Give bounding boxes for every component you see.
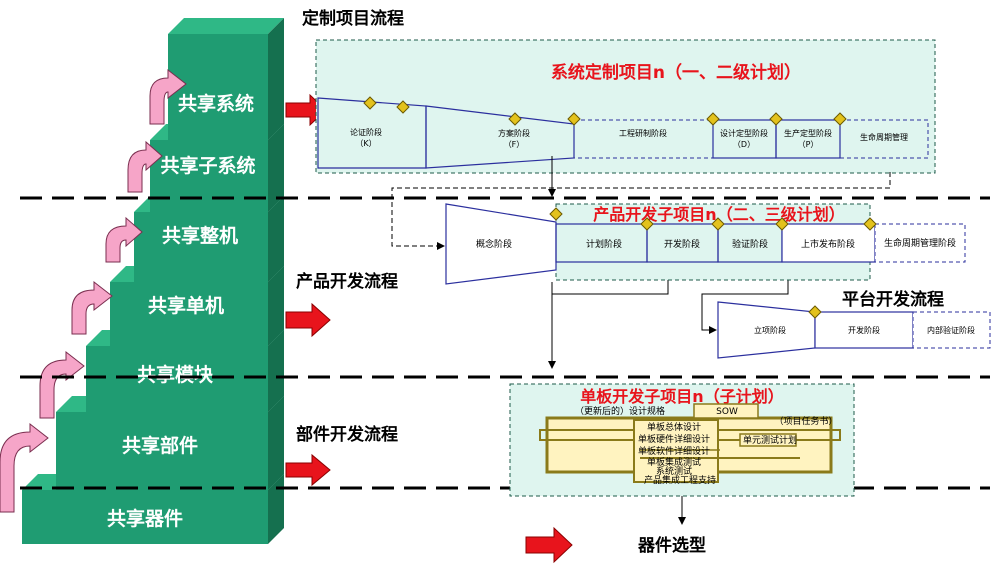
stage-label: 设计定型阶段	[720, 128, 768, 138]
product-project-panel: 产品开发子项目n（二、三级计划） 概念阶段 计划阶段 开发阶段 验证阶段 上市发…	[445, 203, 966, 285]
curved-arrow-icon	[71, 280, 113, 335]
step-label: 共享器件	[107, 507, 183, 530]
product-flow-title: 产品开发流程	[296, 271, 398, 292]
board-project-panel: 单板开发子项目n（子计划） （更新后的）设计规格 SOW （项目任务书） 单板总…	[509, 383, 855, 497]
stage-label: 生命周期管理	[860, 132, 908, 142]
stage-label: 生产定型阶段	[784, 128, 832, 138]
milestone-diamond	[808, 305, 822, 319]
task-book-label: （项目任务书）	[774, 415, 837, 427]
stage-label: 立项阶段	[754, 325, 786, 335]
stage-label: 生命周期管理阶段	[884, 237, 956, 249]
board-step-label: 产品集成工程支持	[644, 474, 716, 486]
step-label: 共享子系统	[160, 154, 255, 177]
board-project-title: 单板开发子项目n（子计划）	[580, 387, 783, 406]
board-step-label: 单板硬件详细设计	[638, 433, 710, 445]
board-step-label: 单板软件详细设计	[638, 445, 710, 457]
curved-arrow-icon	[105, 216, 143, 263]
red-arrow-icon	[285, 453, 331, 487]
stage-label: 论证阶段	[350, 127, 382, 137]
stage-code: （K）	[355, 139, 376, 148]
board-step-label: 系统测试	[656, 465, 692, 477]
design-spec-label: （更新后的）设计规格	[575, 405, 665, 417]
step-shared-system: 共享系统	[168, 18, 284, 140]
custom-flow-title: 定制项目流程	[302, 8, 404, 29]
red-arrow-icon	[525, 526, 573, 564]
component-flow-title: 部件开发流程	[296, 424, 398, 445]
curved-arrow-icon	[39, 350, 85, 419]
curved-arrow-icon	[149, 68, 187, 125]
stage-label: 计划阶段	[586, 238, 622, 250]
board-step-label: 单元测试计划	[743, 434, 797, 446]
board-step-label: 单板集成测试	[647, 456, 701, 468]
stage-label: 上市发布阶段	[801, 238, 855, 250]
board-step-label: 单板总体设计	[647, 421, 701, 433]
step-shared-parts: 共享部件	[56, 396, 284, 490]
sow-label: SOW	[716, 407, 738, 417]
stage-code: （F）	[504, 140, 525, 149]
stage-label: 方案阶段	[498, 128, 530, 138]
pink-up-arrows	[0, 68, 187, 513]
milestone-diamonds	[549, 207, 877, 231]
stage-label: 概念阶段	[476, 238, 512, 250]
milestone-diamonds	[363, 96, 847, 126]
platform-project-panel: 立项阶段 开发阶段 内部验证阶段	[717, 301, 991, 359]
stage-label: 开发阶段	[664, 238, 700, 250]
step-label: 共享系统	[178, 92, 254, 115]
curved-arrow-icon	[0, 422, 49, 513]
stage-code: （D）	[733, 140, 755, 149]
step-label: 共享部件	[122, 434, 198, 457]
stage-label: 开发阶段	[848, 325, 880, 335]
board-process-block	[539, 403, 841, 483]
red-arrow-icon	[285, 302, 331, 338]
platform-flow-title: 平台开发流程	[842, 289, 944, 310]
curved-arrow-icon	[127, 140, 163, 193]
stage-label: 内部验证阶段	[927, 325, 975, 335]
stage-label: 工程研制阶段	[619, 128, 667, 138]
step-label: 共享模块	[137, 363, 214, 386]
stage-label: 验证阶段	[732, 238, 768, 250]
step-label: 共享单机	[148, 294, 224, 317]
device-selection-title: 器件选型	[637, 535, 706, 556]
system-project-title: 系统定制项目n（一、二级计划）	[551, 62, 801, 83]
system-project-panel: 系统定制项目n（一、二级计划） 论证阶段 （K） 方案阶段 （F） 工程研制阶段…	[315, 39, 936, 174]
stage-code: （P）	[798, 140, 819, 149]
step-label: 共享整机	[162, 224, 238, 247]
staircase: 共享器件 共享部件 共享模块 共享单机 共享整机	[0, 18, 284, 544]
